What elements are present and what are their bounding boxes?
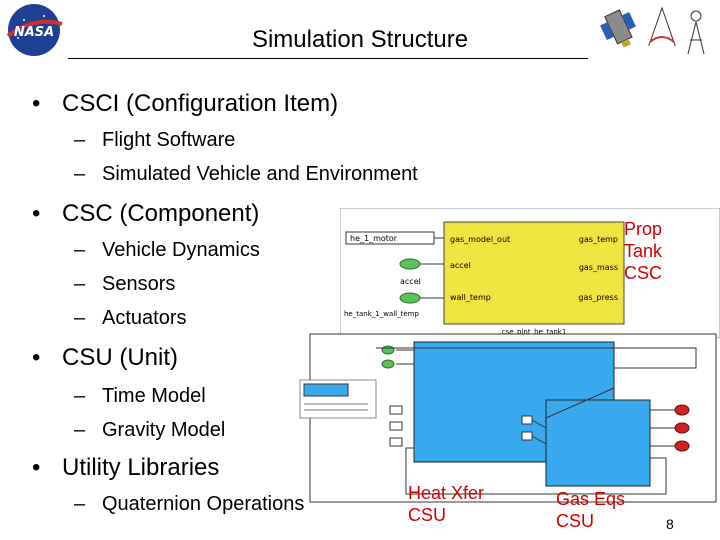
nasa-logo: NASA [6, 4, 63, 56]
sub-bullet-text: Sensors [102, 273, 176, 295]
gas-eqs-caption: Gas Eqs CSU [556, 489, 626, 531]
bullet-text: CSU (Unit) [62, 344, 179, 371]
sub-bullet-text: Simulated Vehicle and Environment [102, 163, 418, 185]
heat-xfer-caption: Heat Xfer CSU [408, 483, 485, 525]
port-label: gas_temp [579, 235, 618, 244]
bullet-text: CSC (Component) [62, 200, 260, 227]
title-divider [68, 58, 588, 59]
block-name-label: cse_plnt_he_tank1 [502, 328, 567, 336]
outport-icon [674, 422, 690, 434]
bullet-text: Utility Libraries [62, 454, 220, 481]
inport-icon [381, 359, 395, 369]
sub-bullet-text: Quaternion Operations [102, 493, 305, 515]
port-label: gas_model_out [450, 235, 510, 244]
gas-eqs-block [545, 399, 651, 487]
svg-text:NASA: NASA [14, 25, 54, 40]
port-label: gas_press [578, 293, 618, 302]
sub-bullet-list: –Quaternion Operations [74, 493, 305, 515]
sub-bullet-text: Flight Software [102, 129, 236, 151]
inport-label: accel [400, 277, 421, 286]
port-label: accel [450, 261, 471, 270]
sub-bullet-list: –Time Model –Gravity Model [74, 385, 226, 441]
bullet-csc: •CSC (Component) [32, 200, 260, 227]
sub-bullet-text: Vehicle Dynamics [102, 239, 260, 261]
port-label: wall_temp [450, 293, 491, 302]
csu-model-diagram [299, 333, 717, 503]
sub-bullet-text: Actuators [102, 307, 187, 329]
sub-bullet-text: Time Model [102, 385, 206, 407]
inport-icon [399, 292, 421, 304]
inport-icon [399, 258, 421, 270]
from-tag-label: he_tank_1_wall_temp [344, 310, 419, 318]
bullet-glyph: • [32, 90, 41, 117]
tank-subsystem-block [443, 221, 625, 325]
bullet-csu: •CSU (Unit) [32, 344, 179, 371]
sub-bullet-text: Gravity Model [102, 419, 226, 441]
port-label: gas_mass [579, 263, 618, 272]
research-center-logo [600, 6, 705, 55]
outport-icon [674, 440, 690, 452]
slide-title: Simulation Structure [251, 26, 469, 53]
sub-bullet-list: –Flight Software –Simulated Vehicle and … [74, 129, 418, 185]
page-number: 8 [666, 516, 674, 532]
bullet-utility: •Utility Libraries [32, 454, 220, 481]
sub-bullet-list: –Vehicle Dynamics –Sensors –Actuators [74, 239, 260, 329]
bullet-csci: • CSCI (Configuration Item) [32, 90, 338, 118]
bullet-text: CSCI (Configuration Item) [62, 90, 339, 117]
prop-tank-caption: Prop Tank CSC [623, 219, 663, 283]
prop-tank-diagram: he_1_motor accel he_tank_1_wall_temp gas… [340, 208, 720, 338]
goto-tag-label: he_1_motor [350, 234, 398, 243]
inport-icon [381, 345, 395, 355]
outport-icon [674, 404, 690, 416]
